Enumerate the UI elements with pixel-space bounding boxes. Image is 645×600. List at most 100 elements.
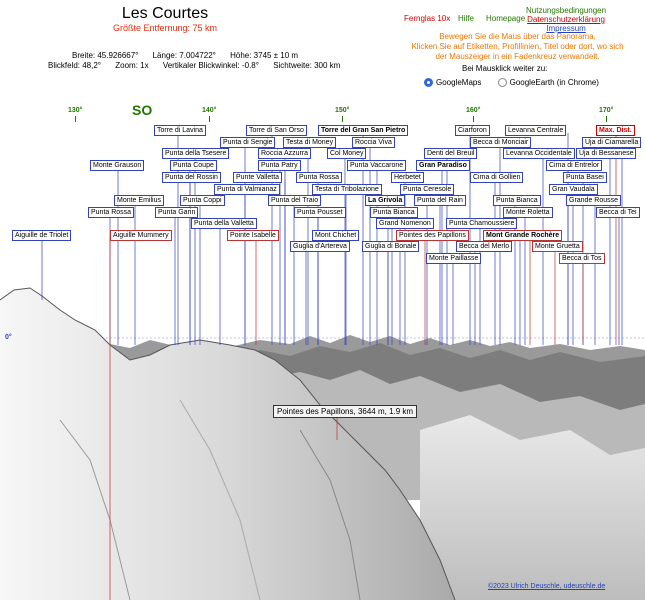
peak-label[interactable]: Testa di Money [283, 137, 337, 148]
copyright-link[interactable]: ©2023 Ulrich Deuschle, udeuschle.de [488, 583, 606, 590]
peak-label[interactable]: Aiguille de Triolet [12, 230, 72, 241]
hint-line-3: der Mauszeiger in ein Fadenkreuz verwand… [435, 52, 600, 61]
peak-label[interactable]: Aiguille Mummery [110, 230, 172, 241]
peak-label[interactable]: Guglia d'Artereva [290, 241, 350, 252]
peak-label[interactable]: Punta Chamoussiere [446, 218, 518, 229]
peak-label[interactable]: Mont Chichet [312, 230, 360, 241]
peak-label[interactable]: Punta della Tsesere [162, 148, 230, 159]
peak-label[interactable]: La Grivola [365, 195, 406, 206]
peak-label[interactable]: Roccia Azzurra [258, 148, 312, 159]
googleearth-label[interactable]: GoogleEarth (in Chrome) [509, 78, 599, 87]
horizon-zero-label: 0° [5, 334, 12, 341]
peak-label[interactable]: Becca di Tei [596, 207, 640, 218]
peak-label[interactable]: Monte Roletta [503, 207, 553, 218]
peak-label[interactable]: Monte Grauson [90, 160, 145, 171]
peak-label[interactable]: Denti del Breuil [424, 148, 478, 159]
peak-label[interactable]: Punta di Sengie [220, 137, 276, 148]
vertical-angle: Vertikaler Blickwinkel: -0.8° [162, 61, 259, 70]
peak-label[interactable]: Punta Coupe [170, 160, 217, 171]
peak-label[interactable]: Punta Patry [258, 160, 301, 171]
peak-label[interactable]: Cima di Entrelor [546, 160, 603, 171]
longitude: Länge: 7.004722° [152, 51, 216, 60]
peak-label[interactable]: Becca di Tos [559, 253, 605, 264]
peak-label[interactable]: Mont Grande Rochère [483, 230, 563, 241]
homepage-link[interactable]: Homepage [486, 14, 526, 23]
peak-label[interactable]: Punta Pousset [294, 207, 346, 218]
peak-label[interactable]: Grand Nomenon [376, 218, 434, 229]
field-of-view: Blickfeld: 48,2° [48, 61, 102, 70]
binocular-link[interactable]: Fernglas 10x [404, 14, 451, 23]
peak-label[interactable]: Monte Gruetta [532, 241, 583, 252]
peak-label[interactable]: Herbetet [391, 172, 424, 183]
help-link[interactable]: Hilfe [458, 14, 475, 23]
imprint-link[interactable]: Impressum [546, 24, 586, 33]
peak-label[interactable]: Pointes des Papillons [396, 230, 469, 241]
view-distance: Sichtweite: 300 km [273, 61, 341, 70]
peak-label[interactable]: Testa di Tribolazione [312, 184, 382, 195]
tick-160 [473, 116, 474, 122]
latitude: Breite: 45.926667° [72, 51, 139, 60]
radio-selected-icon[interactable] [424, 78, 433, 87]
peak-label[interactable]: Monte Emilius [114, 195, 164, 206]
peak-label[interactable]: Punta Rossa [88, 207, 135, 218]
peak-label[interactable]: Punta di Valmianaz [214, 184, 280, 195]
peak-label[interactable]: Uja di Ciamarella [582, 137, 642, 148]
peak-label[interactable]: Punta Ceresole [400, 184, 455, 195]
peak-label[interactable]: Punta della Valletta [191, 218, 257, 229]
compass-140: 140° [202, 107, 217, 114]
info-line-1: Breite: 45.926667° Länge: 7.004722° Höhe… [72, 51, 298, 60]
hint-line-2: Klicken Sie auf Etiketten, Profillinien,… [411, 42, 624, 51]
peak-label[interactable]: Punta del Rain [414, 195, 466, 206]
max-distance-label[interactable]: Max. Dist. [596, 125, 635, 136]
peak-label[interactable]: Torre del Gran San Pietro [318, 125, 409, 136]
peak-label[interactable]: Punta Garin [155, 207, 199, 218]
radio-unselected-icon[interactable] [497, 78, 507, 87]
googleearth-radio[interactable]: GoogleEarth (in Chrome) [497, 78, 599, 87]
tick-140 [209, 116, 210, 122]
header: Les Courtes Größte Entfernung: 75 km [0, 0, 645, 60]
peak-label[interactable]: Punta Bianca [370, 207, 418, 218]
peak-label[interactable]: Punta del Rossin [162, 172, 221, 183]
peak-label[interactable]: Punta Bianca [493, 195, 541, 206]
peak-label[interactable]: Gran Paradiso [416, 160, 470, 171]
peak-label[interactable]: Levanna Centrale [505, 125, 567, 136]
peak-label[interactable]: Punte Valletta [233, 172, 283, 183]
peak-label[interactable]: Becca di Monciair [470, 137, 532, 148]
peak-label[interactable]: Grande Rousse [566, 195, 622, 206]
peak-label[interactable]: Becca del Merlo [456, 241, 513, 252]
peak-label[interactable]: Punta Rossa [296, 172, 343, 183]
privacy-link[interactable]: Datenschutzerklärung [527, 15, 605, 24]
peak-label[interactable]: Torre di San Orso [246, 125, 307, 136]
altitude: Höhe: 3745 ± 10 m [230, 51, 299, 60]
googlemaps-label[interactable]: GoogleMaps [436, 78, 482, 87]
peak-label[interactable]: Gran Vaudala [549, 184, 598, 195]
mouseclick-options: Bei Mausklick weiter zu: GoogleMaps Goog… [424, 64, 599, 87]
peak-label[interactable]: Levanna Occidentale [503, 148, 575, 159]
peak-label[interactable]: Col Money [327, 148, 367, 159]
peak-label[interactable]: Punta Vaccarone [347, 160, 407, 171]
googlemaps-radio[interactable]: GoogleMaps [424, 78, 481, 87]
peak-label[interactable]: Ciarforon [455, 125, 490, 136]
peak-label[interactable]: Monte Paillasse [426, 253, 482, 264]
tick-150 [342, 116, 343, 122]
peak-label[interactable]: Punta del Traio [268, 195, 322, 206]
tick-130 [75, 116, 76, 122]
compass-150: 150° [335, 107, 350, 114]
peak-label[interactable]: Cima di Gollien [470, 172, 524, 183]
zoom-level: Zoom: 1x [115, 61, 149, 70]
legal-links: Nutzungsbedingungen Datenschutzerklärung… [526, 6, 606, 33]
page-title[interactable]: Les Courtes [121, 5, 209, 22]
peak-label[interactable]: Guglia di Bonale [362, 241, 420, 252]
peak-label[interactable]: Punta Basei [563, 172, 607, 183]
peak-label[interactable]: Torre di Lavina [154, 125, 206, 136]
tick-170 [606, 116, 607, 122]
hint-line-1: Bewegen Sie die Maus über das Panorama. [439, 32, 596, 41]
peak-label[interactable]: Pointe Isabelle [227, 230, 279, 241]
peak-label[interactable]: Punta Coppi [180, 195, 225, 206]
peak-label[interactable]: Roccia Viva [352, 137, 395, 148]
info-line-2: Blickfeld: 48,2° Zoom: 1x Vertikaler Bli… [48, 61, 340, 70]
peak-label[interactable]: Uja di Bessanese [576, 148, 637, 159]
terms-link[interactable]: Nutzungsbedingungen [526, 6, 607, 15]
compass-so: SO [132, 102, 153, 118]
